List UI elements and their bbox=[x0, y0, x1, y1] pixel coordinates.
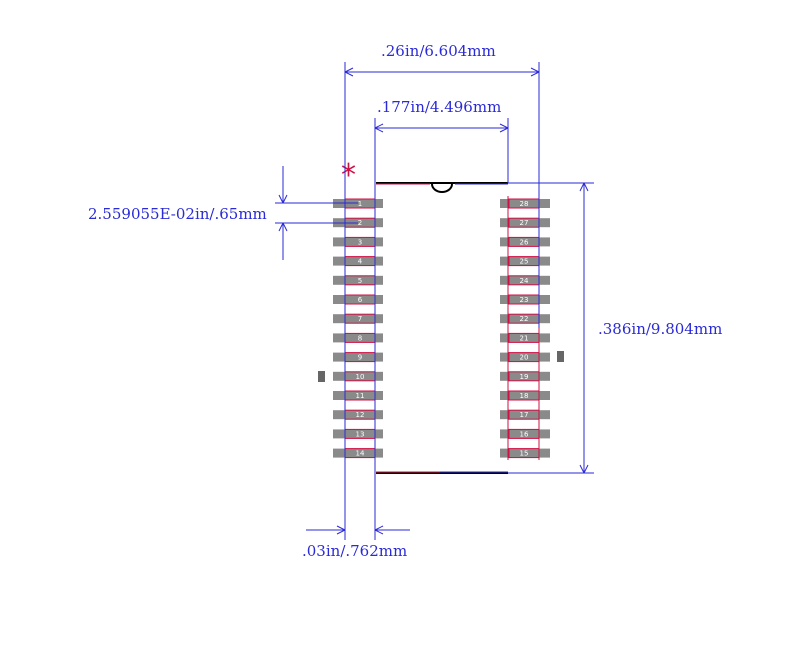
right-pad-17 bbox=[500, 410, 550, 420]
right-pin-number: 21 bbox=[520, 334, 529, 342]
pin1-notch bbox=[431, 183, 453, 193]
right-pin-number: 16 bbox=[520, 430, 529, 438]
left-pin-number: 13 bbox=[356, 430, 365, 438]
dim-pitch bbox=[275, 166, 358, 260]
left-pad-11 bbox=[333, 391, 383, 400]
left-pad-5 bbox=[333, 275, 383, 285]
right-pad-19 bbox=[500, 371, 550, 381]
left-pin-number: 14 bbox=[356, 450, 365, 458]
right-pin-number: 26 bbox=[520, 238, 529, 246]
right-pad-23 bbox=[500, 295, 550, 304]
left-pin-number: 1 bbox=[358, 200, 362, 208]
right-pin-number: 18 bbox=[520, 392, 529, 400]
left-pin-number: 5 bbox=[358, 277, 362, 285]
chip-body bbox=[376, 182, 508, 474]
right-pin-number: 15 bbox=[520, 450, 529, 458]
left-pin-number: 2 bbox=[358, 219, 362, 227]
fiducial-left bbox=[318, 371, 325, 382]
left-pin-number: 9 bbox=[358, 354, 362, 362]
right-pad-15 bbox=[500, 448, 550, 458]
left-pad-12 bbox=[333, 410, 383, 420]
right-pin-number: 24 bbox=[520, 277, 529, 285]
left-pin-number: 4 bbox=[358, 258, 363, 266]
left-pin-number: 7 bbox=[358, 315, 362, 323]
left-pad-6 bbox=[333, 295, 383, 304]
dim-pad-width bbox=[306, 525, 410, 535]
right-pin-number: 22 bbox=[520, 315, 529, 323]
right-pin-number: 25 bbox=[520, 258, 529, 266]
right-pin-number: 28 bbox=[520, 200, 529, 208]
body-length-label: .386in/9.804mm bbox=[598, 320, 722, 338]
right-pin-number: 23 bbox=[520, 296, 529, 304]
left-pad-14 bbox=[333, 448, 383, 458]
pin1-marker: * bbox=[341, 158, 356, 193]
right-pin-number: 19 bbox=[520, 373, 529, 381]
fiducial-right bbox=[557, 351, 564, 362]
left-pad-7 bbox=[333, 314, 383, 324]
right-pad-20 bbox=[500, 352, 550, 362]
right-pad-26 bbox=[500, 237, 550, 247]
left-pad-8 bbox=[333, 333, 383, 343]
right-pad-22 bbox=[500, 314, 550, 324]
left-pin-number: 6 bbox=[358, 296, 363, 304]
left-pad-4 bbox=[333, 256, 383, 266]
left-pin-number: 10 bbox=[356, 373, 365, 381]
left-pin-number: 11 bbox=[356, 392, 365, 400]
overall-width-label: .26in/6.604mm bbox=[381, 42, 496, 60]
left-pad-3 bbox=[333, 237, 383, 247]
right-pin-number: 27 bbox=[520, 219, 529, 227]
right-pad-28 bbox=[500, 199, 550, 208]
left-pin-number: 12 bbox=[356, 411, 365, 419]
right-pad-16 bbox=[500, 429, 550, 439]
pad-width-label: .03in/.762mm bbox=[302, 542, 407, 560]
left-pad-10 bbox=[333, 371, 383, 381]
left-pin-number: 3 bbox=[358, 238, 362, 246]
left-pad-13 bbox=[333, 429, 383, 439]
right-pin-number: 17 bbox=[520, 411, 529, 419]
right-pad-21 bbox=[500, 333, 550, 343]
dim-body-length bbox=[508, 182, 594, 474]
right-pad-25 bbox=[500, 256, 550, 266]
body-width-label: .177in/4.496mm bbox=[377, 98, 501, 116]
dim-body-width bbox=[374, 118, 509, 540]
right-pin-number: 20 bbox=[520, 354, 529, 362]
dim-overall-width bbox=[344, 62, 540, 540]
left-pad-9 bbox=[333, 352, 383, 362]
pitch-label: 2.559055E-02in/.65mm bbox=[88, 205, 267, 223]
right-pad-27 bbox=[500, 218, 550, 228]
right-pad-18 bbox=[500, 391, 550, 400]
right-pad-24 bbox=[500, 275, 550, 285]
left-pin-number: 8 bbox=[358, 334, 362, 342]
